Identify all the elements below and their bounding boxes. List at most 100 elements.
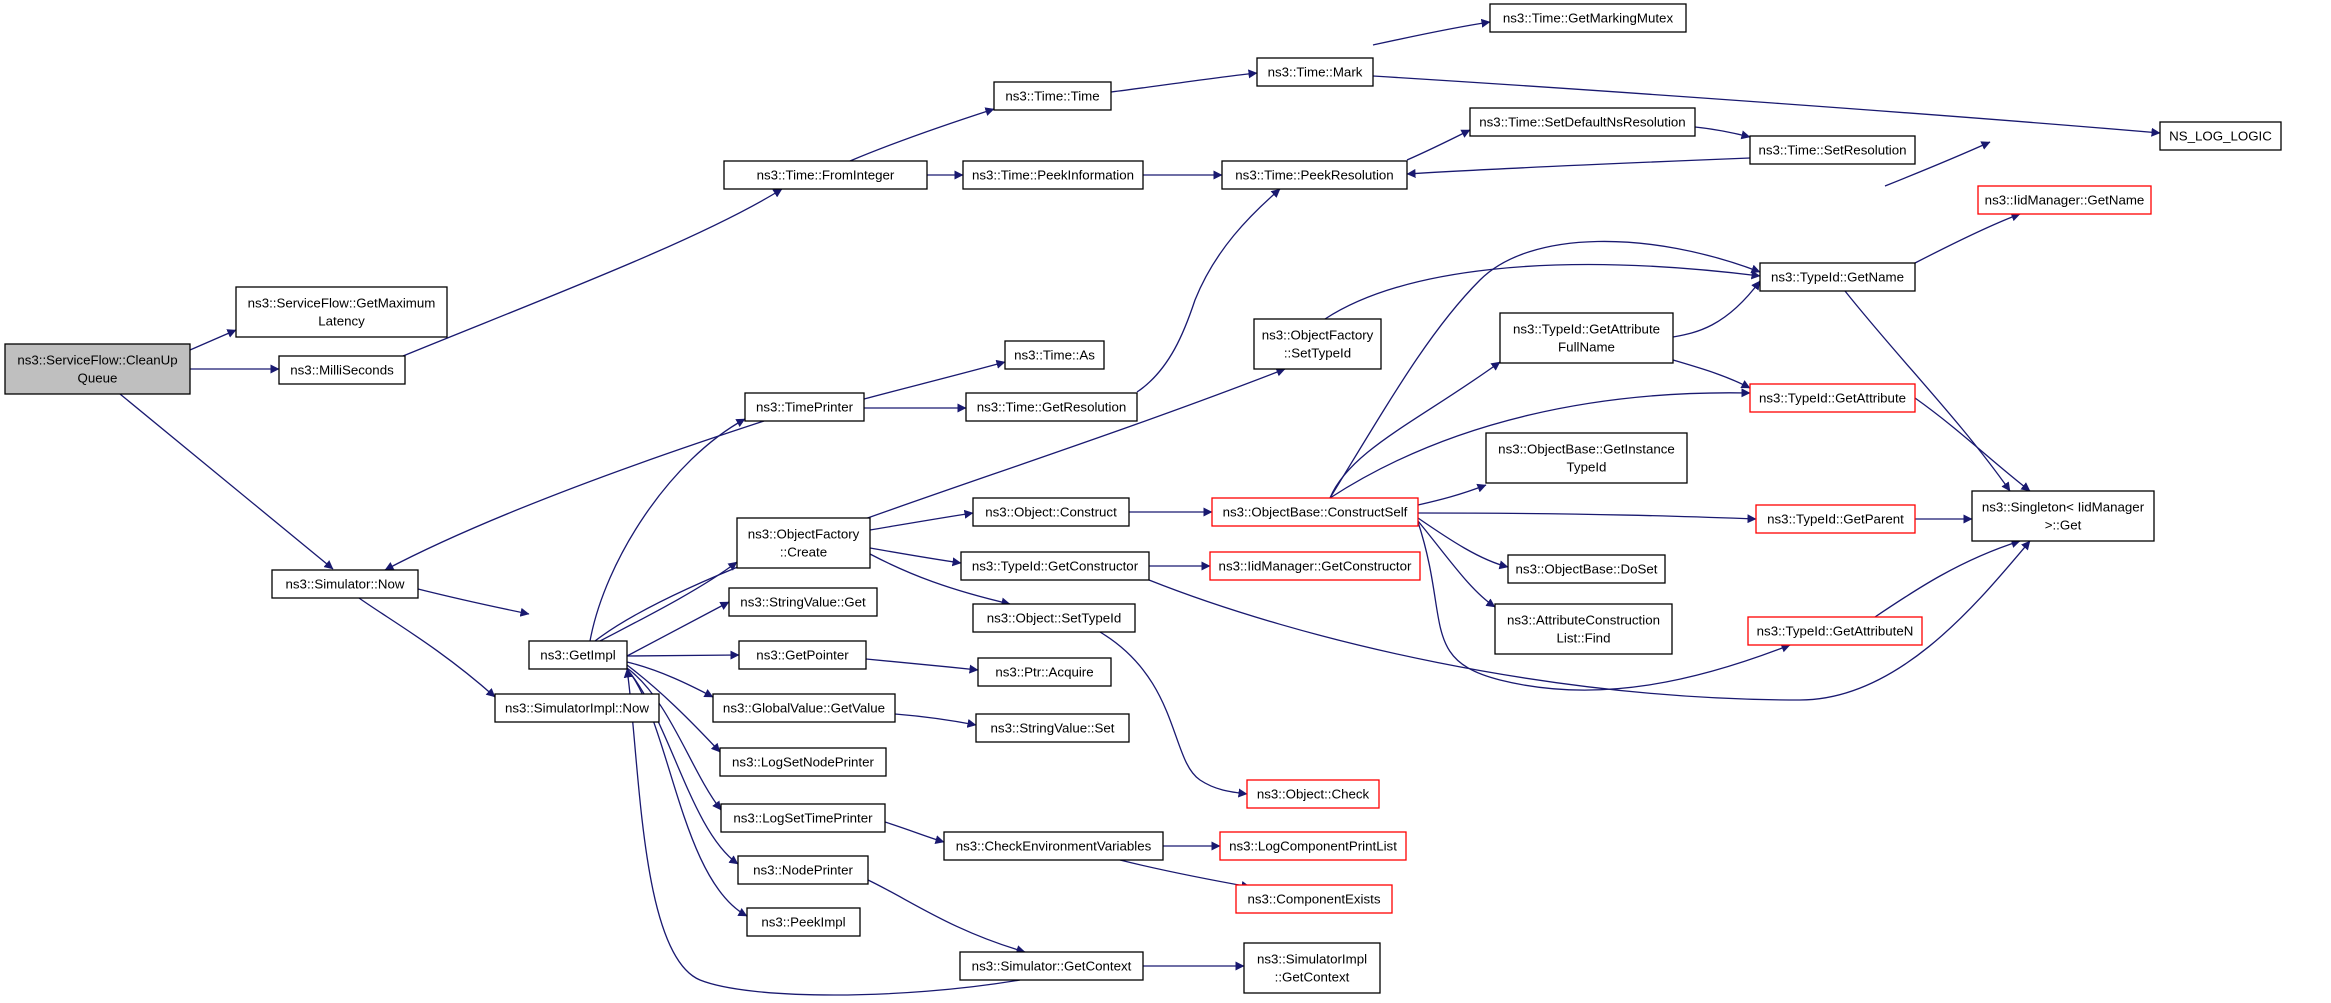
call-edge xyxy=(867,879,1026,954)
node-box xyxy=(1246,779,1380,809)
node-ns3-checkenvironmentvariables[interactable]: ns3::CheckEnvironmentVariables xyxy=(943,831,1164,861)
node-ns3-time-mark[interactable]: ns3::Time::Mark xyxy=(1256,57,1374,87)
node-box xyxy=(1219,831,1407,861)
node-box xyxy=(1004,340,1105,370)
call-edge xyxy=(1099,631,1248,798)
node-label: ns3::ObjectBase::GetInstance xyxy=(1498,442,1675,457)
node-label: ns3::IidManager::GetConstructor xyxy=(1219,559,1412,574)
node-box xyxy=(1747,616,1923,646)
node-ns3-iidmanager-getname[interactable]: ns3::IidManager::GetName xyxy=(1977,185,2152,215)
call-edge xyxy=(626,668,739,865)
node-label: >::Get xyxy=(2045,518,2082,533)
node-box xyxy=(972,603,1136,633)
call-edge xyxy=(1672,280,1761,338)
node-box xyxy=(1256,57,1374,87)
node-ns3-time-peekresolution[interactable]: ns3::Time::PeekResolution xyxy=(1221,160,1408,190)
node-ns3-time-setdefaultnsresolution[interactable]: ns3::Time::SetDefaultNsResolution xyxy=(1469,107,1696,137)
node-ns3-object-construct[interactable]: ns3::Object::Construct xyxy=(972,497,1130,527)
node-ns3-typeid-getattribute[interactable]: ns3::TypeId::GetAttribute xyxy=(1749,383,1916,413)
node-ns3-time-setresolution[interactable]: ns3::Time::SetResolution xyxy=(1749,135,1916,165)
node-ns3-ptr-acquire[interactable]: ns3::Ptr::Acquire xyxy=(977,657,1112,687)
node-label: ns3::TypeId::GetName xyxy=(1771,270,1904,285)
node-box xyxy=(962,160,1144,190)
node-box xyxy=(1235,884,1393,914)
node-label: ns3::Object::SetTypeId xyxy=(987,611,1122,626)
node-ns3-nodeprinter[interactable]: ns3::NodePrinter xyxy=(737,855,869,885)
node-box xyxy=(1971,490,2155,542)
node-box xyxy=(278,355,406,385)
node-label: ns3::Time::As xyxy=(1014,348,1095,363)
node-ns3-objectbase-doset[interactable]: ns3::ObjectBase::DoSet xyxy=(1507,554,1666,584)
node-box xyxy=(965,392,1138,422)
node-label: ns3::Simulator::GetContext xyxy=(972,959,1132,974)
call-edge xyxy=(1417,512,1757,524)
node-ns3-time-getresolution[interactable]: ns3::Time::GetResolution xyxy=(965,392,1138,422)
node-ns3-typeid-getattributen[interactable]: ns3::TypeId::GetAttributeN xyxy=(1747,616,1923,646)
node-label: Latency xyxy=(318,314,365,329)
node-ns3-peekimpl[interactable]: ns3::PeekImpl xyxy=(746,907,861,937)
node-ns3-object-check[interactable]: ns3::Object::Check xyxy=(1246,779,1380,809)
node-label: List::Find xyxy=(1557,631,1611,646)
node-ns3-stringvalue-get[interactable]: ns3::StringValue::Get xyxy=(728,587,878,617)
node-ns3-timeprinter[interactable]: ns3::TimePrinter xyxy=(744,392,865,422)
node-label: NS_LOG_LOGIC xyxy=(2169,129,2272,144)
node-ns3-globalvalue-getvalue[interactable]: ns3::GlobalValue::GetValue xyxy=(712,693,896,723)
node-ns3-getimpl[interactable]: ns3::GetImpl xyxy=(528,640,628,670)
node-label: TypeId xyxy=(1567,460,1607,475)
call-edge xyxy=(869,553,1011,607)
node-ns3-typeid-getparent[interactable]: ns3::TypeId::GetParent xyxy=(1755,504,1916,534)
node-box xyxy=(235,286,448,338)
node-ns3-simulator-now[interactable]: ns3::Simulator::Now xyxy=(271,569,419,599)
node-label: ns3::Time::Time xyxy=(1005,89,1099,104)
node-box xyxy=(977,657,1112,687)
node-ns3-singleton-iidmanager-get[interactable]: ns3::Singleton< IidManager>::Get xyxy=(1971,490,2155,542)
node-ns3-typeid-getconstructor[interactable]: ns3::TypeId::GetConstructor xyxy=(960,551,1150,581)
node-ns3-componentexists[interactable]: ns3::ComponentExists xyxy=(1235,884,1393,914)
node-box xyxy=(1485,432,1688,484)
node-ns3-object-settypeid[interactable]: ns3::Object::SetTypeId xyxy=(972,603,1136,633)
node-label: ns3::Time::PeekResolution xyxy=(1235,168,1393,183)
node-ns3-time-frominteger[interactable]: ns3::Time::FromInteger xyxy=(723,160,928,190)
node-box xyxy=(1749,135,1916,165)
node-ns3-objectfactory-create[interactable]: ns3::ObjectFactory::Create xyxy=(736,517,871,569)
node-label: ns3::IidManager::GetName xyxy=(1985,193,2145,208)
node-ns3-simulator-getcontext[interactable]: ns3::Simulator::GetContext xyxy=(959,951,1144,981)
node-label: ns3::TimePrinter xyxy=(756,400,854,415)
node-label: ns3::SimulatorImpl::Now xyxy=(505,701,649,716)
node-label: ns3::AttributeConstruction xyxy=(1507,613,1660,628)
node-label: ns3::Time::PeekInformation xyxy=(972,168,1134,183)
call-edge xyxy=(1329,361,1501,499)
node-ns3-milliseconds[interactable]: ns3::MilliSeconds xyxy=(278,355,406,385)
node-box xyxy=(1253,318,1382,370)
node-ns3-typeid-getname[interactable]: ns3::TypeId::GetName xyxy=(1759,262,1916,292)
node-label: ns3::Time::SetDefaultNsResolution xyxy=(1479,115,1685,130)
node-ns-log-logic[interactable]: NS_LOG_LOGIC xyxy=(2159,121,2282,151)
node-ns3-objectfactory-settypeid[interactable]: ns3::ObjectFactory::SetTypeId xyxy=(1253,318,1382,370)
node-ns3-time-peekinformation[interactable]: ns3::Time::PeekInformation xyxy=(962,160,1144,190)
node-ns3-logsettimeprinter[interactable]: ns3::LogSetTimePrinter xyxy=(720,803,886,833)
node-ns3-logcomponentprintlist[interactable]: ns3::LogComponentPrintList xyxy=(1219,831,1407,861)
call-edge xyxy=(863,359,1006,400)
node-box xyxy=(960,551,1150,581)
node-ns3-time-getmarkingmutex[interactable]: ns3::Time::GetMarkingMutex xyxy=(1489,3,1687,33)
node-ns3-objectbase-constructself[interactable]: ns3::ObjectBase::ConstructSelf xyxy=(1211,497,1419,527)
call-edge xyxy=(869,547,962,567)
node-ns3-time-as[interactable]: ns3::Time::As xyxy=(1004,340,1105,370)
node-ns3-time-time[interactable]: ns3::Time::Time xyxy=(993,81,1112,111)
node-box xyxy=(4,343,191,395)
node-ns3-simulatorimpl-getcontext[interactable]: ns3::SimulatorImpl::GetContext xyxy=(1243,942,1381,994)
node-label: ns3::TypeId::GetAttribute xyxy=(1513,322,1660,337)
node-ns3-iidmanager-getconstructor[interactable]: ns3::IidManager::GetConstructor xyxy=(1209,551,1421,581)
call-edge xyxy=(626,650,740,660)
node-label: ns3::LogSetTimePrinter xyxy=(733,811,873,826)
node-ns3-getpointer[interactable]: ns3::GetPointer xyxy=(738,640,867,670)
node-box xyxy=(972,497,1130,527)
node-ns3-stringvalue-set[interactable]: ns3::StringValue::Set xyxy=(975,713,1130,743)
node-ns3-logsetnodeprinter[interactable]: ns3::LogSetNodePrinter xyxy=(719,747,887,777)
node-ns3-simulatorimpl-now[interactable]: ns3::SimulatorImpl::Now xyxy=(494,693,660,723)
